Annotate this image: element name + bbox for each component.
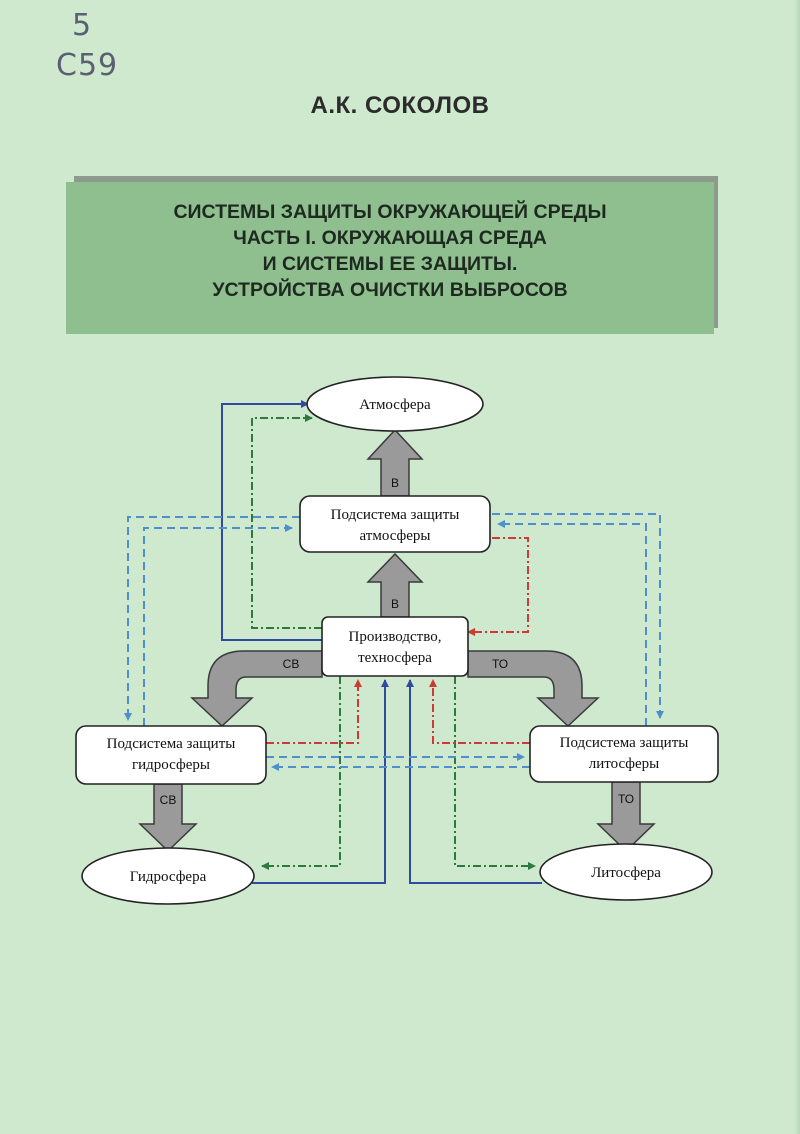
node-litho-subsystem — [529, 725, 719, 783]
arrow-litho-subsystem-to-lithosphere — [596, 781, 656, 853]
node-atm-subsystem-label-1: Подсистема защиты — [331, 507, 460, 523]
line-red-litho-subsystem-to-production — [429, 679, 530, 744]
line-lithosphere-to-production — [406, 679, 542, 884]
line-lightblue-atm-to-litho-subsystem — [492, 513, 664, 719]
label-to-hydrosphere: СВ — [160, 793, 177, 807]
node-atm-subsystem — [299, 495, 491, 553]
author-name: А.К. СОКОЛОВ — [310, 92, 490, 119]
node-hydro-subsystem — [75, 725, 267, 785]
node-production-label-2: техносфера — [358, 650, 432, 666]
node-atm-subsystem-label-2: атмосферы — [360, 528, 431, 544]
node-lithosphere-label: Литосфера — [591, 865, 661, 881]
node-atmosphere — [306, 376, 484, 432]
label-to-atm-subsystem: В — [391, 597, 399, 611]
node-production-label-1: Производство, — [349, 629, 442, 645]
line-green-to-hydrosphere — [261, 676, 341, 870]
title-line-1: СИСТЕМЫ ЗАЩИТЫ ОКРУЖАЮЩЕЙ СРЕДЫ — [173, 201, 607, 223]
arrow-production-to-hydro-subsystem — [190, 650, 323, 728]
line-hydrosphere-to-production — [252, 679, 389, 884]
label-to-litho-subsystem: ТО — [492, 657, 508, 671]
node-lithosphere — [539, 843, 713, 901]
node-production — [321, 616, 469, 677]
handwritten-mark-1: 5 — [72, 8, 92, 43]
title-line-3: И СИСТЕМЫ ЕЕ ЗАЩИТЫ. — [262, 253, 518, 275]
label-to-lithosphere: ТО — [618, 792, 634, 806]
line-lightblue-atm-to-hydro-subsystem — [124, 516, 300, 721]
node-hydrosphere-label: Гидросфера — [130, 869, 207, 885]
title-line-2: ЧАСТЬ I. ОКРУЖАЮЩАЯ СРЕДА — [233, 227, 547, 249]
node-hydro-subsystem-label-2: гидросферы — [132, 757, 210, 773]
label-to-atmosphere: В — [391, 476, 399, 490]
line-red-hydro-subsystem-to-production — [266, 679, 362, 744]
arrow-production-to-litho-subsystem — [467, 650, 600, 728]
line-lightblue-hydro-to-atm-subsystem — [143, 524, 293, 726]
line-red-atm-subsystem-to-production — [467, 537, 529, 636]
node-litho-subsystem-label-1: Подсистема защиты — [560, 735, 689, 751]
node-hydro-subsystem-label-1: Подсистема защиты — [107, 736, 236, 752]
node-atmosphere-label: Атмосфера — [359, 397, 431, 413]
arrow-hydro-subsystem-to-hydrosphere — [138, 783, 198, 853]
node-litho-subsystem-label-2: литосферы — [589, 756, 660, 772]
handwritten-mark-2: C59 — [56, 48, 119, 83]
arrow-atm-subsystem-to-atmosphere — [366, 428, 424, 497]
node-hydrosphere — [81, 847, 255, 905]
title-line-4: УСТРОЙСТВА ОЧИСТКИ ВЫБРОСОВ — [212, 279, 568, 301]
line-production-to-atmosphere — [221, 400, 322, 641]
title-box: СИСТЕМЫ ЗАЩИТЫ ОКРУЖАЮЩЕЙ СРЕДЫ ЧАСТЬ I.… — [66, 182, 714, 334]
line-lightblue-litho-to-atm-subsystem — [497, 520, 647, 726]
arrow-production-to-atm-subsystem — [366, 552, 424, 618]
label-to-hydro-subsystem: СВ — [283, 657, 300, 671]
line-green-to-atmosphere — [251, 414, 322, 629]
line-green-to-lithosphere — [454, 676, 536, 870]
